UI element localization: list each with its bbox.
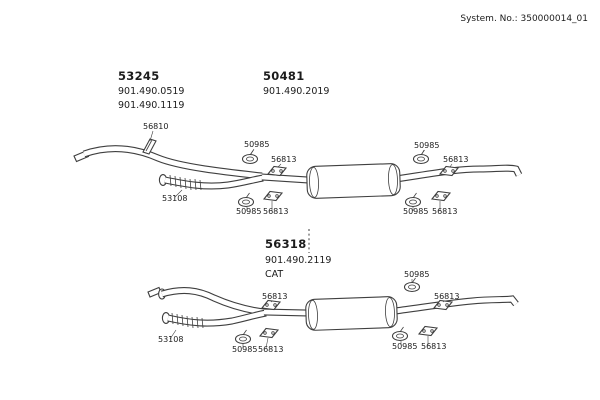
hanger-icon <box>267 165 287 177</box>
clamp-icon <box>241 149 259 165</box>
part-label-56813: 56813 <box>258 345 283 354</box>
part-label-56813: 56813 <box>443 155 468 164</box>
tail-pipe <box>394 296 518 314</box>
ref-number: 901.490.2119 <box>265 255 331 266</box>
part-label-56813: 56813 <box>271 155 296 164</box>
part-label-56813: 56813 <box>421 342 446 351</box>
hanger-icon <box>439 165 459 177</box>
hanger-icon <box>418 325 438 337</box>
part-label-50985: 50985 <box>236 207 261 216</box>
system-number: System. No.: 350000014_01 <box>460 14 588 24</box>
part-label-50985: 50985 <box>392 342 417 351</box>
part-number-53245: 53245 <box>118 69 160 83</box>
part-label-56813: 56813 <box>263 207 288 216</box>
hanger-icon <box>263 190 283 202</box>
clamp-icon <box>391 326 409 342</box>
clamp-icon <box>234 329 252 345</box>
part-label-56810: 56810 <box>143 122 168 131</box>
part-label-56813: 56813 <box>432 207 457 216</box>
hanger-icon <box>259 327 279 339</box>
tail-pipe <box>395 165 522 182</box>
front-pipe <box>161 288 265 315</box>
clamp-icon <box>237 192 255 208</box>
muffler-seam <box>309 166 319 198</box>
catalytic-converter-seam <box>385 297 395 328</box>
part-label-53108: 53108 <box>162 194 187 203</box>
junction-pipe <box>263 309 308 316</box>
ref-number: 901.490.1119 <box>118 100 184 111</box>
cat-note: CAT <box>265 269 283 280</box>
leader-line <box>169 279 445 349</box>
flex-pipe <box>167 310 267 326</box>
part-label-50985: 50985 <box>414 141 439 150</box>
front-pipe <box>83 146 263 179</box>
catalytic-converter-seam <box>308 299 318 330</box>
assembly-top <box>73 130 523 211</box>
part-label-53108: 53108 <box>158 335 183 344</box>
part-label-50985: 50985 <box>232 345 257 354</box>
clamp-icon <box>412 149 430 165</box>
muffler-body <box>306 163 401 199</box>
assembly-bottom <box>147 277 519 349</box>
flex-braid-icon <box>171 312 204 329</box>
part-label-50985: 50985 <box>403 207 428 216</box>
part-label-56813: 56813 <box>262 292 287 301</box>
part-label-50985: 50985 <box>244 140 269 149</box>
ref-number: 901.490.0519 <box>118 86 184 97</box>
part-number-50481: 50481 <box>263 69 305 83</box>
catalytic-converter <box>305 296 398 331</box>
ref-number: 901.490.2019 <box>263 86 329 97</box>
muffler-seam <box>388 164 398 195</box>
muffler <box>306 163 401 199</box>
part-number-56318: 56318 <box>265 237 307 251</box>
catalytic-converter-body <box>305 296 398 331</box>
clamp-icon <box>404 192 422 208</box>
part-label-56813: 56813 <box>434 292 459 301</box>
flex-braid-icon <box>169 174 202 191</box>
bracket-icon <box>142 138 157 155</box>
hanger-icon <box>431 190 451 202</box>
bracket-icon <box>145 139 153 152</box>
flex-pipe <box>164 175 264 189</box>
leader-line <box>149 130 453 211</box>
junction-pipe <box>261 174 309 183</box>
part-label-50985: 50985 <box>404 270 429 279</box>
